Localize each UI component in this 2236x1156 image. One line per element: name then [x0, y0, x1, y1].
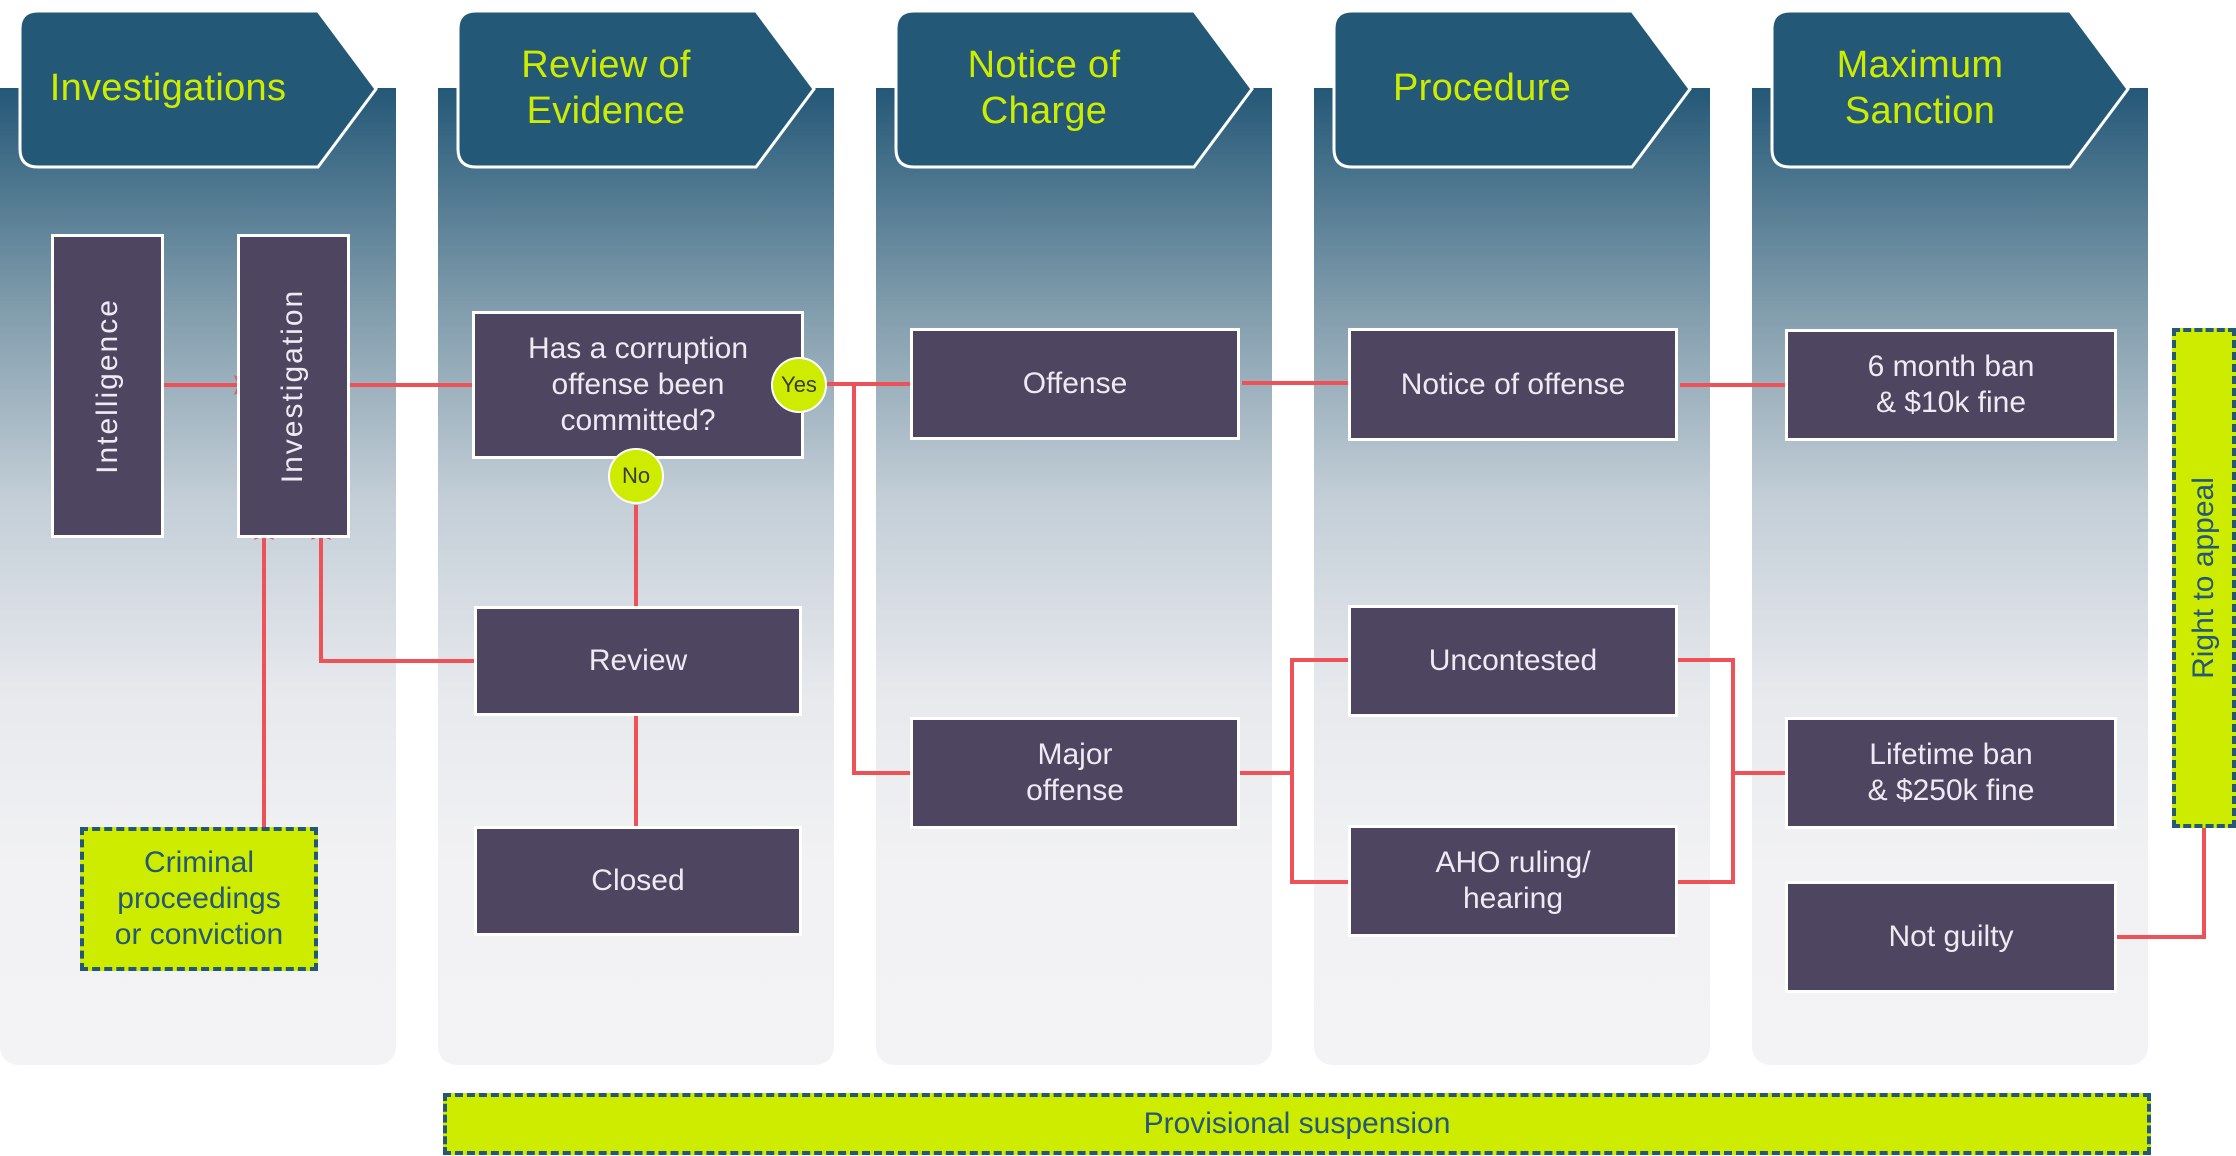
note-line: or conviction	[114, 918, 284, 951]
badge-yes: Yes	[771, 357, 827, 413]
note-line: Criminal	[143, 846, 254, 879]
node-line: Major	[1037, 738, 1113, 771]
node-six-month-ban[interactable]: 6 month ban& $10k fine	[1785, 329, 2117, 441]
node-label: AHO ruling/hearing	[1435, 845, 1590, 917]
badge-no: No	[608, 448, 664, 504]
node-label: Intelligence	[90, 298, 124, 474]
chevron-shape	[18, 9, 378, 169]
node-line: Has a corruption	[527, 332, 749, 365]
chevron-shape	[1332, 9, 1692, 169]
node-closed[interactable]: Closed	[474, 826, 802, 936]
stage-header-investigations: Investigations	[18, 9, 380, 169]
chevron-shape	[456, 9, 816, 169]
node-label: Offense	[1022, 367, 1128, 400]
node-label: Closed	[591, 864, 685, 897]
node-label: Investigation	[276, 288, 310, 484]
note-label: Provisional suspension	[1143, 1107, 1451, 1140]
node-label: Notice of offense	[1400, 367, 1626, 401]
node-aho-ruling[interactable]: AHO ruling/hearing	[1348, 825, 1678, 937]
node-line: hearing	[1462, 882, 1564, 915]
node-label: Uncontested	[1428, 644, 1598, 677]
stage-label-line: Charge	[980, 89, 1108, 132]
node-label: Review	[588, 644, 688, 677]
chevron-shape	[1770, 9, 2130, 169]
node-offense[interactable]: Offense	[910, 328, 1240, 440]
node-label: 6 month ban& $10k fine	[1868, 349, 2035, 421]
node-lifetime-ban[interactable]: Lifetime ban& $250k fine	[1785, 717, 2117, 829]
node-label: Lifetime ban& $250k fine	[1868, 737, 2035, 809]
stage-label-line: Review of	[521, 43, 691, 86]
node-line: & $250k fine	[1867, 774, 2035, 807]
stage-label-line: Notice of	[967, 43, 1121, 86]
lane-notice-of-charge	[876, 88, 1272, 1065]
stage-label-line: Sanction	[1844, 89, 1996, 132]
node-uncontested[interactable]: Uncontested	[1348, 605, 1678, 717]
node-line: offense	[1026, 774, 1124, 807]
stage-label-text: Procedure	[1392, 66, 1572, 109]
note-line: proceedings	[117, 882, 281, 915]
stage-label-line: Maximum	[1836, 43, 2004, 86]
node-line: Lifetime ban	[1869, 738, 2033, 771]
stage-header-procedure: Procedure	[1332, 9, 1694, 169]
node-line: offense been	[551, 368, 725, 401]
node-not-guilty[interactable]: Not guilty	[1785, 881, 2117, 993]
node-line: & $10k fine	[1875, 386, 2027, 419]
node-review[interactable]: Review	[474, 606, 802, 716]
node-notice-of-offense[interactable]: Notice of offense	[1348, 328, 1678, 441]
node-line: committed?	[560, 404, 716, 437]
stage-label-line: Evidence	[526, 89, 686, 132]
badge-label: No	[621, 463, 651, 488]
node-investigation[interactable]: Investigation	[237, 234, 350, 538]
stage-label: Procedure	[1332, 9, 1632, 166]
node-line: 6 month ban	[1867, 350, 2035, 383]
node-label: Not guilty	[1888, 920, 2014, 953]
stage-label-text: Investigations	[49, 66, 287, 109]
stage-label: Investigations	[18, 9, 318, 166]
chevron-shape	[894, 9, 1254, 169]
node-intelligence[interactable]: Intelligence	[51, 234, 164, 538]
note-right-to-appeal[interactable]: Right to appeal	[2172, 328, 2236, 828]
note-provisional-suspension[interactable]: Provisional suspension	[443, 1093, 2151, 1155]
node-line: AHO ruling/	[1435, 846, 1591, 879]
badge-label: Yes	[781, 372, 817, 397]
note-label: Right to appeal	[2187, 477, 2220, 679]
